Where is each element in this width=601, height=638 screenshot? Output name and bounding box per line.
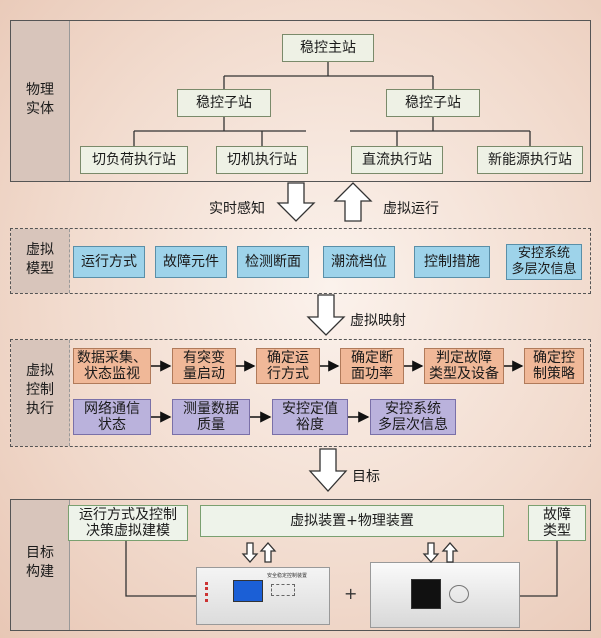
connector-lines xyxy=(0,0,601,638)
